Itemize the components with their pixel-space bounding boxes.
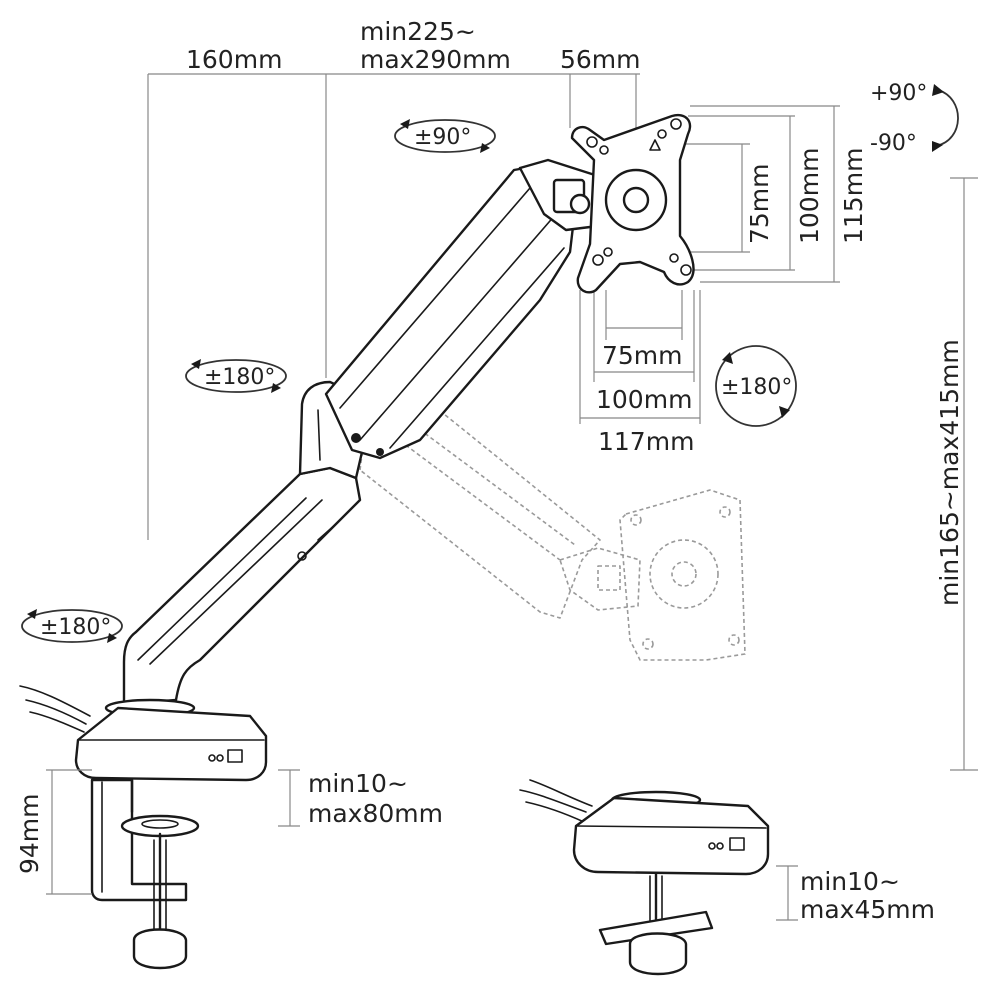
base-swivel-indicator (21, 609, 123, 643)
vesa-h100-label: 100mm (596, 385, 692, 414)
clamp-depth-dimension (46, 769, 92, 895)
vesa-v75-label: 75mm (745, 163, 774, 244)
clamp-range-dimension (278, 769, 300, 827)
clamp-depth-label: 94mm (15, 793, 44, 874)
lower-arm (122, 466, 362, 706)
vesa-dimension-lines (579, 105, 840, 424)
height-dimension (950, 177, 978, 771)
arm-reach-label-1: min225~ (360, 17, 476, 46)
rotate-arrow-head-top (932, 84, 944, 96)
tilt-label: ±90° (414, 125, 471, 150)
head-swivel-indicator (715, 345, 797, 427)
base-swivel-label: ±180° (40, 615, 111, 640)
grommet-range-label-1: min10~ (800, 867, 900, 896)
grommet-base (519, 779, 770, 976)
height-range-label: min165~max415mm (935, 339, 964, 606)
vesa-plate (570, 113, 695, 294)
head-offset-label: 56mm (560, 45, 641, 74)
vesa-h75-label: 75mm (602, 341, 683, 370)
plate-height-label: 115mm (839, 148, 868, 244)
rotate-plus-label: +90° (870, 81, 927, 106)
rotate-minus-label: -90° (870, 131, 917, 156)
clamp-range-label-2: max80mm (308, 799, 443, 828)
elbow-swivel-label: ±180° (204, 365, 275, 390)
base-offset-label: 160mm (186, 45, 282, 74)
head-swivel-label: ±180° (721, 375, 792, 400)
ghost-arm-lowered (359, 371, 746, 661)
clamp-range-label-1: min10~ (308, 769, 408, 798)
arm-reach-label-2: max290mm (360, 45, 511, 74)
rotate-arrow-head-bottom (932, 141, 943, 152)
grommet-range-dimension (776, 865, 798, 921)
tilt-indicator (394, 119, 496, 153)
vesa-v100-label: 100mm (795, 148, 824, 244)
clamp-base (19, 685, 268, 970)
top-dimension-lines (147, 73, 640, 540)
rotate-arrow-icon (935, 89, 959, 147)
plate-width-label: 117mm (598, 427, 694, 456)
elbow-swivel-indicator (185, 359, 287, 393)
grommet-range-label-2: max45mm (800, 895, 935, 924)
upper-arm (324, 162, 576, 460)
